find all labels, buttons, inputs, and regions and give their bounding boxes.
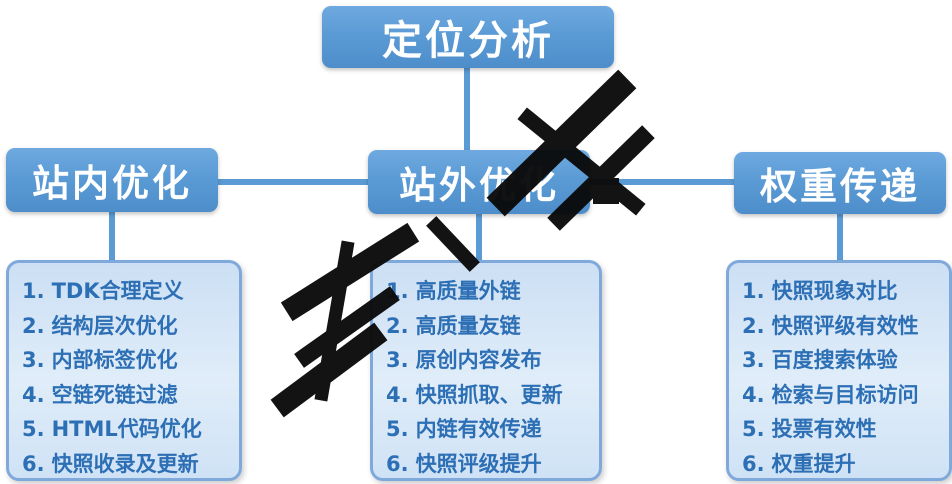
item-number: 6. <box>22 451 45 476</box>
list-item: 3.内部标签优化 <box>22 343 233 378</box>
item-number: 3. <box>386 348 409 372</box>
list-item: 4.快照抓取、更新 <box>386 378 593 413</box>
list-item: 5.HTML代码优化 <box>22 412 233 447</box>
item-number: 5. <box>386 417 409 441</box>
item-number: 4. <box>386 382 409 407</box>
list-item: 5.内链有效传递 <box>386 412 593 447</box>
item-number: 6. <box>386 451 409 476</box>
list-item: 4.检索与目标访问 <box>742 378 943 413</box>
item-text: 快照抓取、更新 <box>415 382 563 407</box>
list-item: 1.快照现象对比 <box>742 274 943 309</box>
item-number: 4. <box>742 382 765 407</box>
item-number: 1. <box>386 279 409 303</box>
branch-header-offsite: 站外优化 <box>368 150 590 214</box>
item-text: 原创内容发布 <box>415 348 542 372</box>
list-item: 4.空链死链过滤 <box>22 378 233 413</box>
list-item: 6.快照收录及更新 <box>22 447 233 482</box>
item-number: 1. <box>22 279 45 303</box>
list-item: 1.TDK合理定义 <box>22 274 233 309</box>
item-text: 结构层次优化 <box>51 313 178 338</box>
item-text: 检索与目标访问 <box>771 382 919 407</box>
item-text: 快照收录及更新 <box>51 451 199 476</box>
list-item: 3.原创内容发布 <box>386 343 593 378</box>
item-number: 2. <box>742 313 765 338</box>
item-text: 空链死链过滤 <box>51 382 178 407</box>
list-item: 6.快照评级提升 <box>386 447 593 482</box>
branch-panel-weight: 1.快照现象对比 2.快照评级有效性 3.百度搜索体验 4.检索与目标访问 5.… <box>726 260 952 481</box>
item-number: 3. <box>742 348 765 372</box>
list-item: 3.百度搜索体验 <box>742 343 943 378</box>
item-number: 4. <box>22 382 45 407</box>
item-text: 高质量友链 <box>415 313 521 338</box>
list-item: 2.结构层次优化 <box>22 309 233 344</box>
list-item: 1.高质量外链 <box>386 274 593 309</box>
item-text: 内链有效传递 <box>415 417 542 441</box>
item-number: 5. <box>742 417 765 441</box>
item-text: TDK合理定义 <box>51 279 184 303</box>
root-node: 定位分析 <box>322 6 614 68</box>
item-number: 3. <box>22 348 45 372</box>
list-item: 2.高质量友链 <box>386 309 593 344</box>
item-text: 快照评级有效性 <box>771 313 919 338</box>
branch-panel-onsite: 1.TDK合理定义 2.结构层次优化 3.内部标签优化 4.空链死链过滤 5.H… <box>6 260 242 481</box>
item-text: 权重提升 <box>771 451 856 476</box>
item-number: 2. <box>22 313 45 338</box>
item-text: 快照评级提升 <box>415 451 542 476</box>
item-text: 快照现象对比 <box>771 279 898 303</box>
branch-header-onsite: 站内优化 <box>6 148 218 212</box>
item-text: HTML代码优化 <box>51 417 202 441</box>
list-item: 2.快照评级有效性 <box>742 309 943 344</box>
item-text: 百度搜索体验 <box>771 348 898 372</box>
item-number: 6. <box>742 451 765 476</box>
item-number: 1. <box>742 279 765 303</box>
list-item: 5.投票有效性 <box>742 412 943 447</box>
list-item: 6.权重提升 <box>742 447 943 482</box>
item-text: 内部标签优化 <box>51 348 178 372</box>
branch-panel-offsite: 1.高质量外链 2.高质量友链 3.原创内容发布 4.快照抓取、更新 5.内链有… <box>370 260 602 481</box>
item-number: 2. <box>386 313 409 338</box>
branch-header-weight: 权重传递 <box>734 152 946 214</box>
item-text: 投票有效性 <box>771 417 877 441</box>
item-text: 高质量外链 <box>415 279 521 303</box>
item-number: 5. <box>22 417 45 441</box>
